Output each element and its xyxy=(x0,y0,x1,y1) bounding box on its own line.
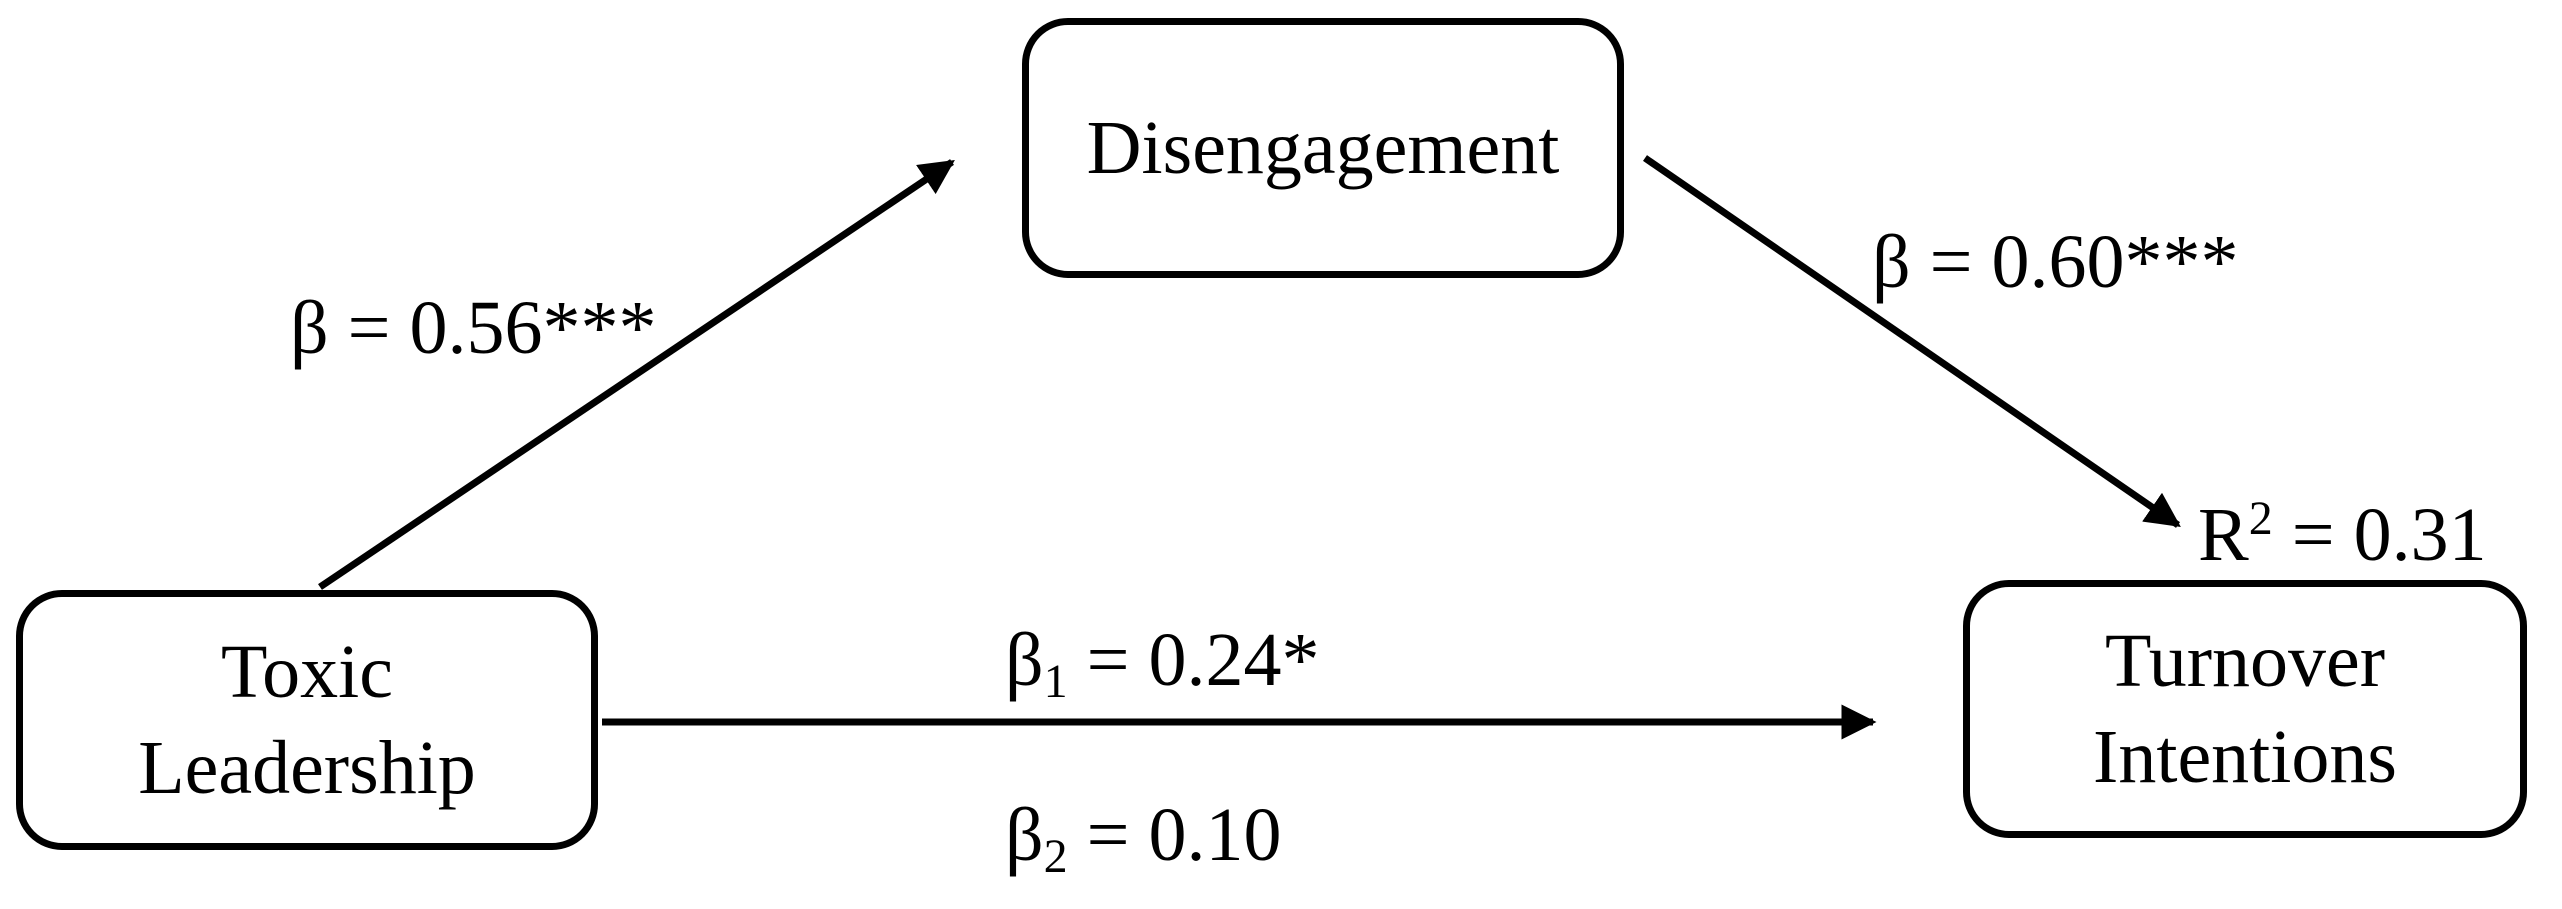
node-toxic-leadership: Toxic Leadership xyxy=(16,590,598,850)
path-b-coefficient: β = 0.60*** xyxy=(1872,224,2239,300)
path-c-total-subscript: 1 xyxy=(1043,655,1068,708)
path-c-total-coefficient: β1 = 0.24* xyxy=(1005,622,1320,720)
node-toxic-leadership-line2: Leadership xyxy=(138,726,476,810)
path-a-coefficient: β = 0.56*** xyxy=(290,290,657,366)
path-c-direct-coefficient: β2 = 0.10 xyxy=(1005,797,1282,895)
outcome-r-squared: R2 = 0.31 xyxy=(2198,495,2487,574)
path-c-direct-symbol: β xyxy=(1005,793,1044,877)
node-toxic-leadership-line1: Toxic xyxy=(221,630,393,714)
path-c-direct-value: = 0.10 xyxy=(1067,793,1282,877)
node-disengagement-label: Disengagement xyxy=(1086,106,1560,190)
path-c-direct-subscript: 2 xyxy=(1043,830,1068,883)
node-disengagement: Disengagement xyxy=(1022,18,1624,278)
r-squared-prefix: R xyxy=(2198,493,2249,577)
r-squared-value: = 0.31 xyxy=(2272,493,2487,577)
node-turnover-intentions-line1: Turnover xyxy=(2104,619,2386,703)
arrow-toxic-to-disengagement xyxy=(318,159,955,590)
path-b-value: = 0.60*** xyxy=(1910,220,2239,304)
node-turnover-intentions-line2: Intentions xyxy=(2093,715,2397,799)
path-a-symbol: β xyxy=(290,286,329,370)
path-c-total-symbol: β xyxy=(1005,618,1044,702)
path-b-symbol: β xyxy=(1872,220,1911,304)
path-c-total-value: = 0.24* xyxy=(1067,618,1320,702)
node-turnover-intentions: Turnover Intentions xyxy=(1963,580,2527,838)
r-squared-superscript: 2 xyxy=(2248,492,2273,545)
path-a-value: = 0.56*** xyxy=(328,286,657,370)
arrow-disengagement-to-turnover xyxy=(1643,155,2181,528)
